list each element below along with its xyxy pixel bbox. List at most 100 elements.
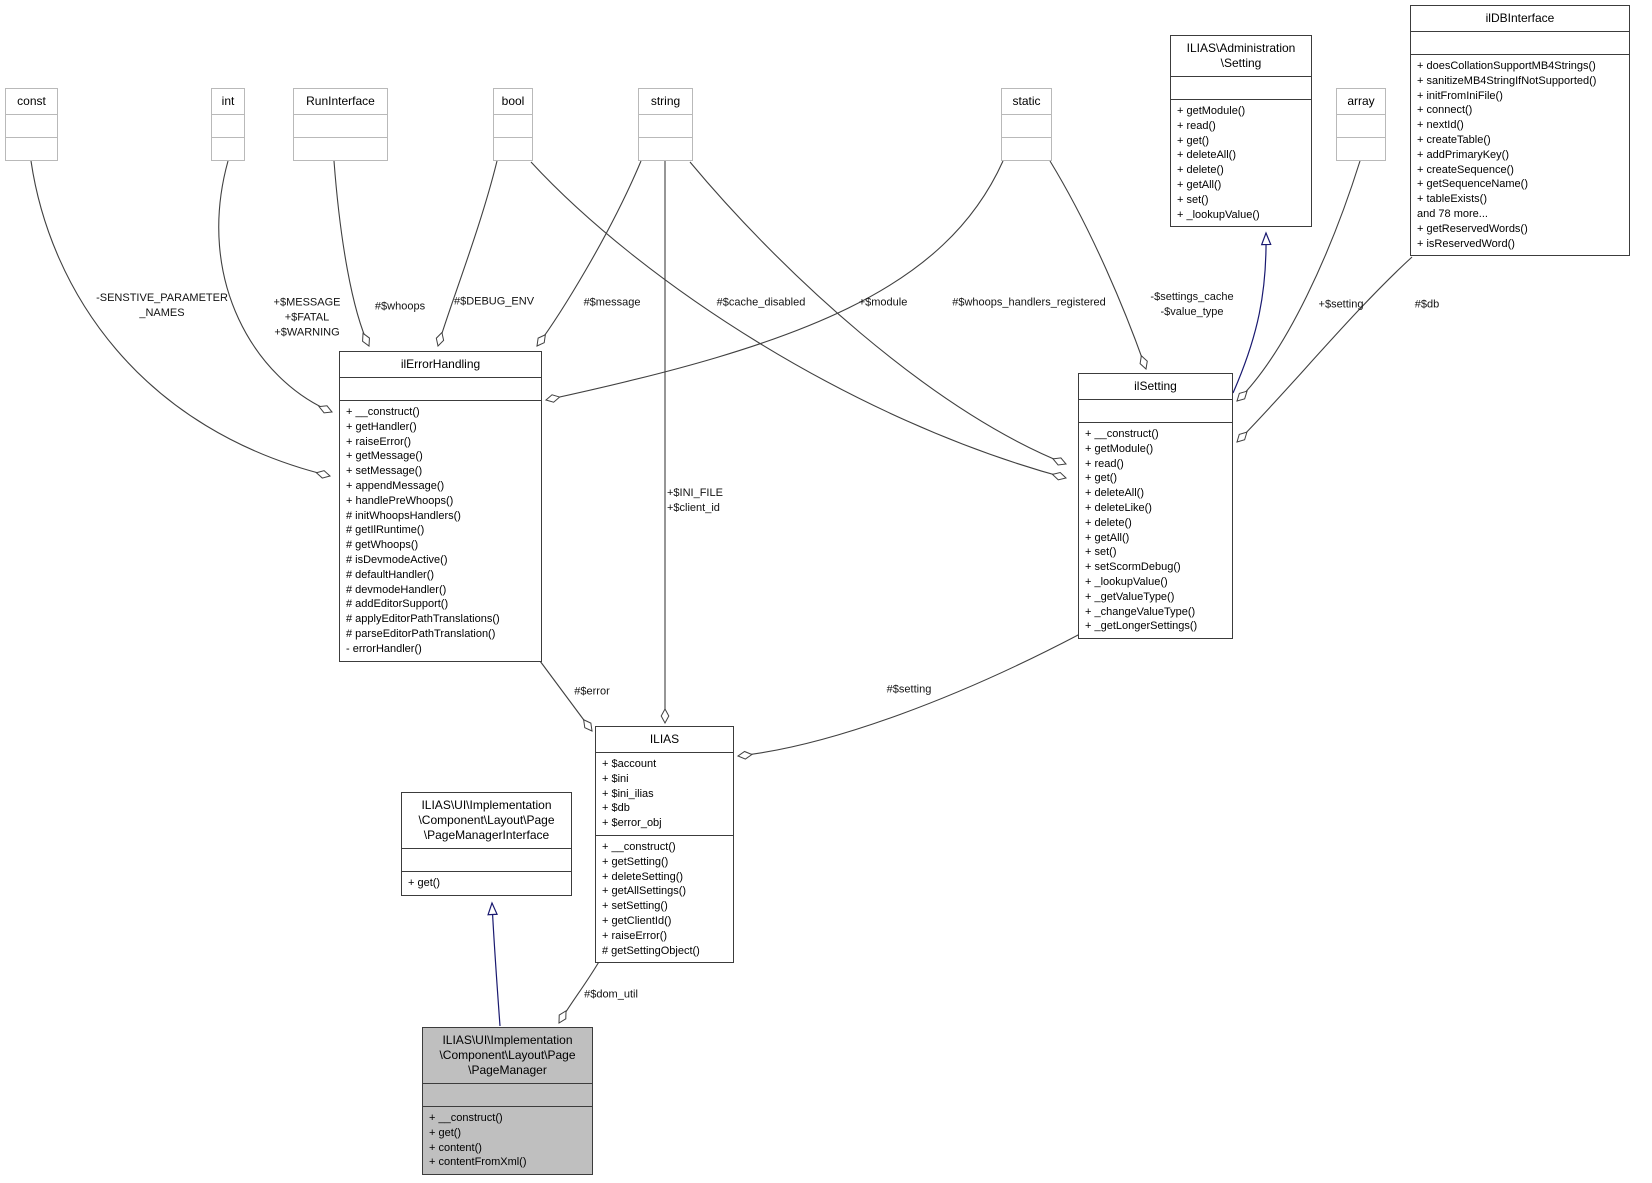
member-row: + nextId() bbox=[1417, 119, 1464, 132]
member-row: + deleteLike() bbox=[1085, 501, 1152, 514]
class-PageManagerInterface[interactable]: ILIAS\UI\Implementation \Component\Layou… bbox=[401, 792, 572, 896]
methods-section bbox=[1002, 137, 1051, 160]
edge-label-dom-util: #$dom_util bbox=[584, 988, 638, 1001]
class-title: RunInterface bbox=[306, 94, 375, 108]
member-row: + delete() bbox=[1085, 516, 1132, 529]
class-array: array bbox=[1336, 88, 1386, 161]
edge-aggregation-static-ilsetting bbox=[1049, 160, 1148, 370]
member-row: + isReservedWord() bbox=[1417, 237, 1515, 250]
class-const: const bbox=[5, 88, 58, 161]
member-row: + getClientId() bbox=[602, 914, 672, 927]
member-row: + __construct() bbox=[602, 840, 676, 853]
member-row: + $error_obj bbox=[602, 817, 662, 830]
member-row: + setSetting() bbox=[602, 900, 668, 913]
class-ILIAS[interactable]: ILIAS + $account+ $ini+ $ini_ilias+ $db+… bbox=[595, 726, 734, 964]
attributes-section bbox=[212, 114, 244, 137]
member-row: + set() bbox=[1085, 546, 1117, 559]
class-title: array bbox=[1347, 94, 1375, 108]
edge-label-whoops: #$whoops bbox=[374, 300, 426, 313]
methods-section: + __construct()+ get()+ content()+ conte… bbox=[423, 1106, 592, 1174]
member-row: # getIlRuntime() bbox=[346, 524, 425, 537]
edge-aggregation-ildbinterface-ilsetting bbox=[1236, 256, 1413, 443]
class-int: int bbox=[211, 88, 245, 161]
class-title: ILIAS\Administration \Setting bbox=[1186, 41, 1296, 70]
class-PageManager: ILIAS\UI\Implementation \Component\Layou… bbox=[422, 1027, 593, 1176]
member-row: # applyEditorPathTranslations() bbox=[346, 613, 500, 626]
class-title: const bbox=[17, 94, 46, 108]
class-title: ilSetting bbox=[1134, 379, 1177, 393]
member-row: + sanitizeMB4StringIfNotSupported() bbox=[1417, 74, 1597, 87]
class-string: string bbox=[638, 88, 693, 161]
class-title: bool bbox=[501, 94, 525, 108]
member-row: + getAll() bbox=[1085, 531, 1130, 544]
member-row: + _lookupValue() bbox=[1085, 575, 1168, 588]
attributes-section bbox=[1171, 76, 1311, 99]
member-row: + deleteAll() bbox=[1085, 487, 1145, 500]
member-row: + raiseError() bbox=[346, 435, 412, 448]
class-title: string bbox=[650, 94, 681, 108]
member-row: + get() bbox=[429, 1126, 462, 1139]
edge-aggregation-runinterface-ilerrorhandling bbox=[333, 160, 370, 347]
class-ilErrorHandling[interactable]: ilErrorHandling + __construct()+ getHand… bbox=[339, 351, 542, 662]
attributes-section bbox=[494, 114, 532, 137]
member-row: # addEditorSupport() bbox=[346, 598, 449, 611]
member-row: # getWhoops() bbox=[346, 539, 419, 552]
edge-inheritance-pagemanager-pagemanagerinterface bbox=[492, 903, 501, 1027]
member-row: + deleteSetting() bbox=[602, 870, 684, 883]
methods-section bbox=[294, 137, 387, 160]
member-row: + createTable() bbox=[1417, 133, 1491, 146]
member-row: + $ini bbox=[602, 772, 629, 785]
class-title: int bbox=[221, 94, 235, 108]
member-row: + _getLongerSettings() bbox=[1085, 620, 1198, 633]
member-row: # isDevmodeActive() bbox=[346, 553, 448, 566]
edge-label-message-fatal-warning: +$MESSAGE +$FATAL +$WARNING bbox=[273, 296, 341, 339]
member-row: + delete() bbox=[1177, 164, 1224, 177]
edge-aggregation-ilsetting-ilias bbox=[736, 633, 1081, 760]
edge-aggregation-ilias-pagemanager bbox=[558, 959, 601, 1024]
member-row: + handlePreWhoops() bbox=[346, 494, 454, 507]
edge-label-db: #$db bbox=[1414, 298, 1440, 311]
member-row: # getSettingObject() bbox=[602, 944, 700, 957]
class-title: ilDBInterface bbox=[1485, 11, 1555, 25]
member-row: and 78 more... bbox=[1417, 207, 1488, 220]
class-ILIAS-Administration-Setting[interactable]: ILIAS\Administration \Setting + getModul… bbox=[1170, 35, 1312, 228]
member-row: # devmodeHandler() bbox=[346, 583, 447, 596]
methods-section: + getModule()+ read()+ get()+ deleteAll(… bbox=[1171, 99, 1311, 226]
attributes-section bbox=[402, 848, 571, 871]
edge-aggregation-int-ilerrorhandling bbox=[218, 160, 333, 414]
methods-section bbox=[1337, 137, 1385, 160]
class-title: ILIAS\UI\Implementation \Component\Layou… bbox=[418, 798, 555, 842]
member-row: - errorHandler() bbox=[346, 642, 422, 655]
methods-section bbox=[212, 137, 244, 160]
edge-inheritance-ilsetting-adminsetting bbox=[1232, 233, 1266, 394]
member-row: + getAllSettings() bbox=[602, 885, 687, 898]
member-row: + __construct() bbox=[1085, 428, 1159, 440]
member-row: + appendMessage() bbox=[346, 479, 445, 492]
member-row: + get() bbox=[408, 877, 441, 889]
edge-aggregation-bool-ilsetting bbox=[530, 161, 1068, 481]
member-row: + setScormDebug() bbox=[1085, 561, 1181, 574]
member-row: + connect() bbox=[1417, 104, 1473, 117]
class-ilDBInterface[interactable]: ilDBInterface + doesCollationSupportMB4S… bbox=[1410, 5, 1630, 257]
edge-label-error: #$error bbox=[574, 685, 610, 698]
member-row: + set() bbox=[1177, 193, 1209, 206]
edge-aggregation-array-ilsetting bbox=[1236, 160, 1361, 402]
member-row: + get() bbox=[1177, 134, 1210, 147]
edge-aggregation-ilerrorhandling-ilias bbox=[539, 660, 593, 732]
edge-label-setting-array: +$setting bbox=[1318, 298, 1364, 311]
member-row: + __construct() bbox=[346, 406, 420, 418]
member-row: + getSequenceName() bbox=[1417, 178, 1528, 191]
class-static: static bbox=[1001, 88, 1052, 161]
edge-label-whoops-handlers-registered: #$whoops_handlers_registered bbox=[952, 296, 1106, 309]
member-row: # parseEditorPathTranslation() bbox=[346, 627, 496, 640]
methods-section: + __construct()+ getModule()+ read()+ ge… bbox=[1079, 422, 1232, 638]
member-row: + raiseError() bbox=[602, 929, 668, 942]
member-row: + getModule() bbox=[1085, 442, 1154, 455]
member-row: + tableExists() bbox=[1417, 193, 1487, 206]
member-row: + get() bbox=[1085, 472, 1118, 485]
edge-aggregation-string-ilerrorhandling bbox=[536, 160, 642, 347]
attributes-section bbox=[423, 1083, 592, 1106]
class-ilSetting[interactable]: ilSetting + __construct() + getModule() + … bbox=[1078, 373, 1233, 640]
member-row: + $ini_ilias bbox=[602, 787, 654, 800]
